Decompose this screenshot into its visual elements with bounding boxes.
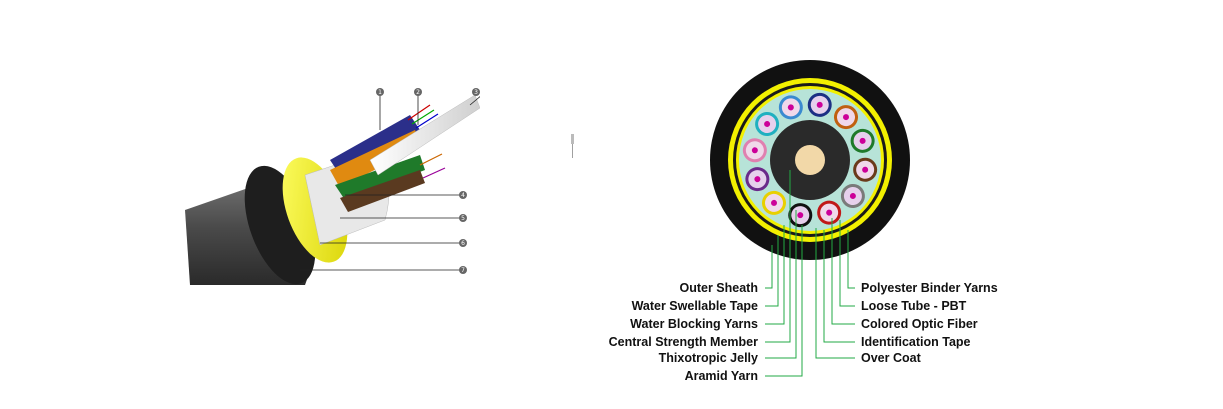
cable-cross-section: [710, 60, 910, 377]
callout-marker: [414, 88, 422, 96]
label-colored-optic-fiber: Colored Optic Fiber: [861, 317, 978, 331]
tube-brown: [340, 170, 425, 212]
loose-tube: [817, 200, 842, 225]
svg-text:5: 5: [461, 215, 465, 222]
loose-tube: [833, 105, 858, 130]
label-water-blocking-yarns: Water Blocking Yarns: [630, 317, 758, 331]
svg-text:2: 2: [416, 89, 420, 96]
stray-mark: [571, 134, 574, 158]
label-polyester-binder-yarns: Polyester Binder Yarns: [861, 281, 998, 295]
svg-text:6: 6: [461, 240, 465, 247]
loose-tube: [762, 190, 787, 215]
svg-text:3: 3: [474, 89, 478, 96]
tube-green: [335, 155, 425, 200]
loose-tube: [755, 112, 780, 137]
label-aramid-yarn: Aramid Yarn: [684, 369, 758, 383]
loose-tube: [778, 95, 803, 120]
strength-member-rod: [369, 94, 480, 176]
fiber-strands: [407, 104, 446, 179]
svg-text:1: 1: [378, 89, 382, 96]
svg-text:4: 4: [461, 192, 465, 199]
callout-marker: [459, 191, 467, 199]
loose-tube: [807, 92, 832, 117]
callout-marker: [376, 88, 384, 96]
central-strength-member: [795, 145, 825, 175]
callout-marker: [459, 214, 467, 222]
svg-text:7: 7: [461, 267, 465, 274]
callout-leaders: [300, 95, 480, 271]
loose-tube: [850, 128, 875, 153]
label-central-strength-member: Central Strength Member: [608, 335, 758, 349]
label-identification-tape: Identification Tape: [861, 335, 971, 349]
label-thixotropic-jelly: Thixotropic Jelly: [658, 351, 758, 365]
callout-markers: 1 2 3 4 5 6 7: [376, 88, 480, 274]
label-outer-sheath: Outer Sheath: [679, 281, 759, 295]
label-over-coat: Over Coat: [861, 351, 921, 365]
cable-cutaway-illustration: 1 2 3 4 5 6 7: [185, 88, 480, 285]
loose-tube: [853, 157, 878, 182]
callout-marker: [472, 88, 480, 96]
leader-lines: [765, 170, 855, 377]
label-loose-tube-pbt: Loose Tube - PBT: [861, 299, 967, 313]
callout-marker: [459, 239, 467, 247]
loose-tube: [742, 138, 767, 163]
loose-tube: [840, 183, 865, 208]
label-water-swellable-tape: Water Swellable Tape: [631, 299, 758, 313]
loose-tube: [745, 167, 770, 192]
callout-marker: [459, 266, 467, 274]
